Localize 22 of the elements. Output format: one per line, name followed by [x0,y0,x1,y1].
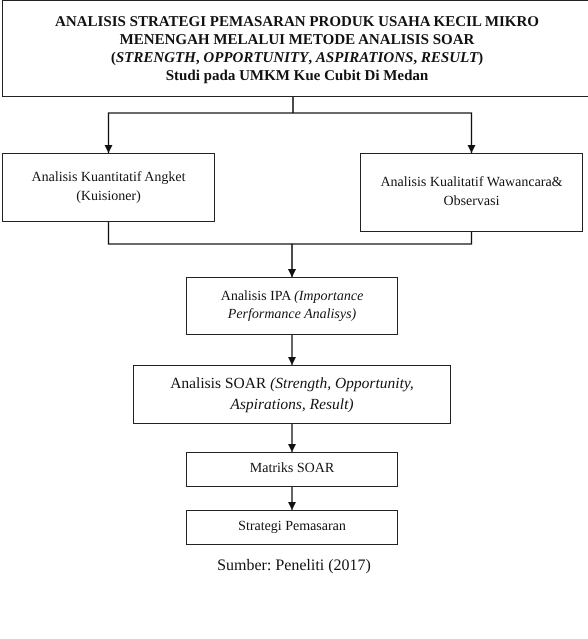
box-text: Analisis SOAR (Strength, Opportunity, Aspirations, Result) [169,374,415,414]
box-text: Strategi Pemasaran [238,518,346,536]
box-text: Analisis IPA (Importance Performance Analisys) [220,288,364,324]
box-text: Analisis Kuantitatif Angket (Kuisioner) [30,169,186,206]
box-text: Matriks SOAR [250,460,334,478]
process-box [360,153,583,232]
box-text: ANALISIS STRATEGI PEMASARAN PRODUK USAHA KECIL MIKRO MENENGAH MELALUI METODE ANALISIS SOAR [54,12,540,48]
box-text: Analisis Kualitatif Wawancara& Observasi [379,174,564,210]
arrow [288,487,296,510]
process-box [186,510,398,545]
arrow [288,424,296,452]
box-text: Studi pada UMKM Kue Cubit Di Medan [164,66,430,84]
arrow [288,232,472,277]
title-box [2,0,588,97]
process-box [186,452,398,487]
arrow [292,97,476,153]
box-text: (STRENGTH, OPPORTUNITY, ASPIRATIONS, RESULT) [110,48,484,66]
arrow [288,335,296,365]
process-box [186,277,398,335]
process-box [133,365,451,424]
caption: Sumber: Peneliti (2017) [216,557,372,575]
process-box [2,153,215,222]
